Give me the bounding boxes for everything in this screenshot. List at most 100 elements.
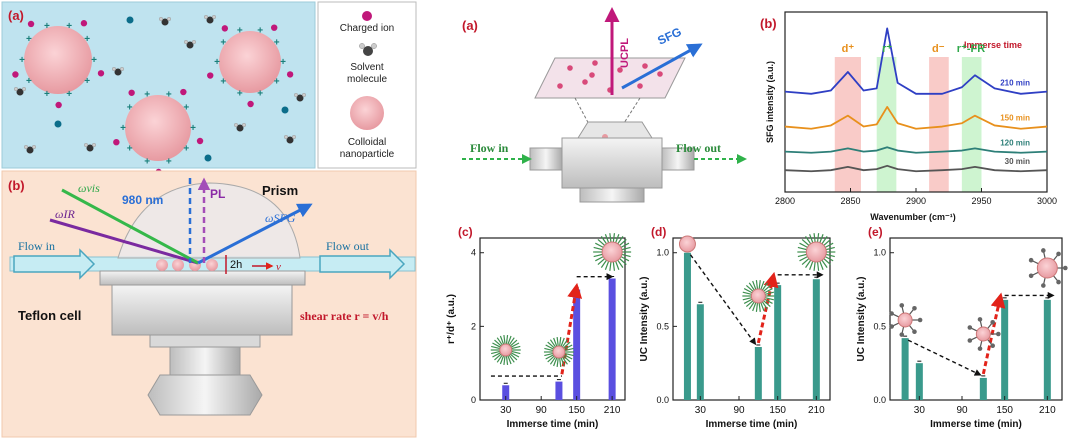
surface-charge-mark: + bbox=[274, 76, 280, 87]
pl-label: PL bbox=[210, 187, 225, 201]
solvent-molecule-icon bbox=[359, 43, 377, 56]
spectrum-line bbox=[784, 106, 1048, 130]
x-tick-label: 90 bbox=[956, 405, 968, 416]
right-panel-a: (a) UCPL SFG Flow in Flow out bbox=[462, 7, 747, 203]
nanoparticle-illustration bbox=[543, 337, 574, 367]
flow-out-label: Flow out bbox=[326, 239, 370, 253]
nanoparticle-illustration bbox=[1028, 248, 1068, 288]
omega-vis-label: ωvis bbox=[78, 181, 100, 195]
y-tick-label: 0.5 bbox=[656, 321, 669, 331]
bar bbox=[915, 363, 923, 400]
vis-beam bbox=[61, 188, 199, 265]
surface-charge-mark: + bbox=[26, 34, 32, 45]
spectrum-line bbox=[784, 27, 1048, 95]
surface-charge-mark: + bbox=[220, 38, 226, 49]
teflon-cell-label: Teflon cell bbox=[18, 308, 81, 323]
nanoparticle-illustration bbox=[678, 235, 696, 253]
surface-charge-mark: + bbox=[19, 55, 25, 66]
solvent-molecule bbox=[111, 66, 124, 76]
nanoparticle-illustration bbox=[490, 335, 521, 365]
bar bbox=[608, 278, 616, 400]
x-axis-label: Immerse time (min) bbox=[706, 419, 798, 430]
colloid-particles: ++++++++++++++++++++++++++++++ bbox=[12, 14, 307, 176]
x-tick-label: 210 bbox=[604, 405, 621, 416]
charged-ion bbox=[97, 70, 105, 77]
y-tick-label: 0 bbox=[471, 395, 476, 405]
charged-ion bbox=[221, 25, 229, 32]
charged-ion bbox=[27, 20, 35, 28]
charged-ion bbox=[12, 71, 19, 78]
surface-charge-mark: + bbox=[120, 123, 126, 134]
flow-in-label: Flow in bbox=[18, 239, 55, 253]
surface-charge-mark: + bbox=[91, 55, 97, 66]
highlight-band bbox=[961, 57, 982, 192]
charged-ion bbox=[55, 101, 62, 109]
omega-ir-label: ωIR bbox=[55, 207, 75, 221]
band-label: r⁺-FR bbox=[957, 43, 985, 55]
surface-charge-mark: + bbox=[237, 88, 243, 99]
surface-charge-mark: + bbox=[66, 21, 72, 32]
plane-particle bbox=[642, 63, 648, 69]
series-label: 210 min bbox=[1000, 79, 1030, 88]
surface-charge-mark: + bbox=[274, 38, 280, 49]
left-panel-a: (a) ++++++++++++++++++++++++++++++ bbox=[1, 1, 316, 176]
charged-ion bbox=[207, 72, 214, 79]
y-tick-label: 4 bbox=[471, 248, 476, 258]
surface-charge-mark: + bbox=[280, 57, 286, 68]
x-tick-label: 3000 bbox=[1037, 196, 1057, 206]
free-ion bbox=[54, 120, 62, 128]
solvent-molecule bbox=[284, 134, 297, 144]
sfg-arrow bbox=[621, 43, 703, 90]
solvent-molecule bbox=[203, 14, 216, 24]
plane-particle bbox=[637, 83, 643, 89]
trend-arrow-fall bbox=[689, 254, 757, 346]
x-tick-label: 2800 bbox=[775, 196, 795, 206]
chart-b-panel-label: (b) bbox=[760, 16, 777, 31]
bar bbox=[683, 252, 691, 400]
y-tick-label: 0.0 bbox=[656, 395, 669, 405]
surface-charge-mark: + bbox=[44, 21, 50, 32]
surface-charge-mark: + bbox=[84, 34, 90, 45]
surface-charge-mark: + bbox=[66, 89, 72, 100]
left-panel-b-label: (b) bbox=[8, 178, 25, 193]
series-label: 150 min bbox=[1000, 114, 1030, 123]
plane-particle bbox=[657, 71, 663, 77]
x-tick-label: 150 bbox=[996, 405, 1013, 416]
legend-colloidal-line1: Colloidal bbox=[348, 137, 386, 148]
left-panel-b: (b) PL 980 nm Prism ωvis ωIR ωS bbox=[1, 170, 417, 438]
ir-beam bbox=[49, 218, 199, 265]
plane-particle bbox=[617, 67, 623, 73]
surface-charge-mark: + bbox=[183, 144, 189, 155]
bar bbox=[573, 289, 581, 400]
ucpl-label: UCPL bbox=[619, 38, 631, 68]
panel-label: (c) bbox=[458, 225, 473, 239]
omega-sfg-label: ωSFG bbox=[265, 211, 296, 225]
solvent-molecule bbox=[13, 86, 27, 96]
band-label: r⁺ bbox=[882, 43, 892, 55]
solvent-molecule bbox=[183, 40, 196, 49]
velocity-label: v bbox=[276, 261, 281, 273]
spectrum-line bbox=[784, 146, 1048, 154]
right-flow-in-label: Flow in bbox=[470, 141, 509, 155]
panel-label: (d) bbox=[651, 225, 666, 239]
legend-box: Charged ion Solvent molecule Colloidal n… bbox=[317, 1, 417, 169]
x-tick-label: 150 bbox=[769, 405, 786, 416]
trend-arrow-rise bbox=[560, 282, 583, 375]
x-tick-label: 2850 bbox=[840, 196, 860, 206]
x-tick-label: 30 bbox=[914, 405, 926, 416]
y-tick-label: 1.0 bbox=[873, 248, 886, 258]
nanoparticle-illustration bbox=[967, 317, 1001, 351]
solvent-molecule bbox=[233, 122, 246, 132]
highlight-band bbox=[834, 57, 861, 192]
charged-ion bbox=[286, 71, 294, 78]
sfg-beam bbox=[197, 203, 313, 265]
charged-ion bbox=[247, 100, 254, 108]
bar bbox=[774, 285, 782, 400]
series-label: 120 min bbox=[1000, 139, 1030, 148]
colloidal-nanoparticle-icon bbox=[350, 96, 384, 130]
y-tick-label: 0.0 bbox=[873, 395, 886, 405]
surface-charge-mark: + bbox=[44, 89, 50, 100]
charged-ion bbox=[271, 24, 278, 31]
